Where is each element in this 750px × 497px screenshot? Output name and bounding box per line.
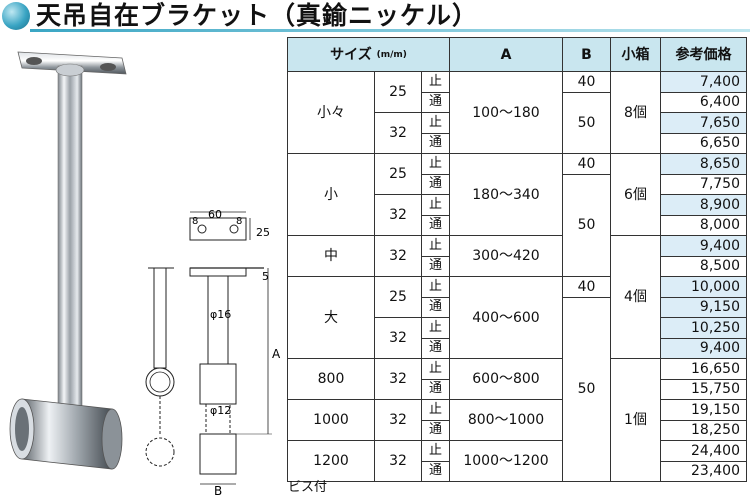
table-row: 32 止 7,650 [288,112,747,154]
title-underline [30,29,750,32]
table-row: 通 9,400 [288,337,747,359]
table-row: 800 32 止 600〜800 1個 16,650 [287,358,747,482]
a-header: A [449,37,563,72]
table-row: 通 6,650 [288,132,747,154]
table-header-row: サイズ (m/m) A B 小箱 参考価格 [287,37,747,72]
box-header: 小箱 [610,37,661,72]
b-header: B [562,37,611,72]
dim-a-label: A [272,347,281,361]
table-row: 小々 25 止 100〜180 40 8個 7,400 [287,71,747,154]
table-row: 通 18,250 [288,419,747,441]
spec-table: サイズ (m/m) A B 小箱 参考価格 小々 25 止 100〜180 40… [287,37,747,482]
size-header: サイズ (m/m) [287,37,450,72]
price-header: 参考価格 [660,37,747,72]
table-row: 中 32 止 300〜420 4個 9,400 [287,235,747,359]
dimension-drawing: 60 8 8 25 5 φ16 φ12 A B [145,208,281,497]
page-title: 天吊自在ブラケット（真鍮ニッケル） [36,1,479,30]
page-header: 天吊自在ブラケット（真鍮ニッケル） [0,0,750,34]
table-row: 32 止 8,900 [288,194,747,236]
table-row: 1000 32 止 800〜1000 19,150 [287,399,747,441]
dim-b-label: B [214,484,222,497]
dim-phi12-label: φ12 [210,404,231,417]
table-row: 1200 32 止 1000〜1200 24,400 [287,440,747,482]
dim-60-label: 60 [208,208,222,221]
dim-8b-label: 8 [236,216,242,227]
table-row: 通 50 7,750 [288,173,747,277]
product-photo [9,51,127,470]
table-row: 通 15,750 [288,378,747,400]
title-bullet-icon [2,2,30,30]
dim-phi16-label: φ16 [210,308,231,321]
dim-25-label: 25 [256,226,270,239]
table-row: 大 25 止 400〜600 40 10,000 [287,276,747,359]
table-row: 小 25 止 180〜340 40 6個 8,650 [287,153,747,236]
table-row: 通 23,400 [288,460,747,482]
dim-5-label: 5 [262,270,269,283]
dim-8a-label: 8 [192,216,198,227]
screw-included-note: ビス付 [288,480,328,495]
table-row: 通 8,500 [288,255,747,277]
table-row: 32 止 10,250 [288,317,747,359]
